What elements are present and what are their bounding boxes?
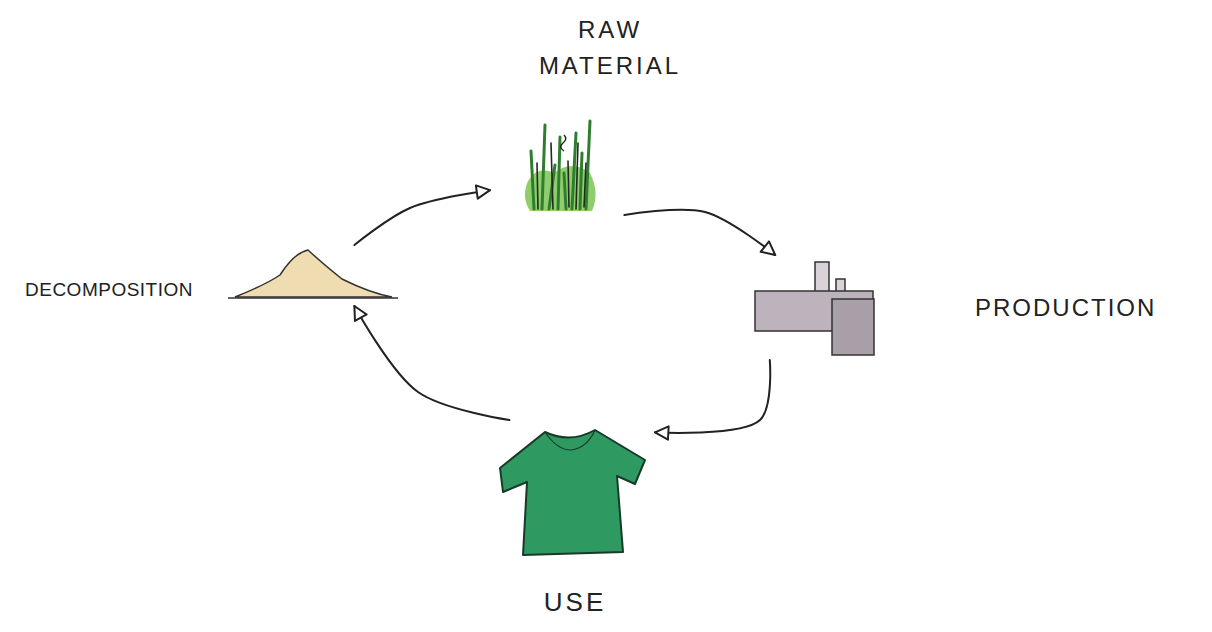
grass-icon bbox=[525, 121, 596, 211]
stage-label: RAW MATERIAL bbox=[539, 12, 681, 84]
stage-label: PRODUCTION bbox=[975, 293, 1156, 323]
shirt-icon bbox=[500, 430, 645, 555]
grass-strokes bbox=[537, 143, 586, 209]
factory-block bbox=[832, 299, 874, 355]
ground-line bbox=[228, 297, 398, 299]
grass-blades bbox=[531, 121, 590, 209]
mound-icon bbox=[228, 250, 398, 298]
cycle-arrow bbox=[354, 306, 509, 420]
stage-node: RAW MATERIAL bbox=[490, 8, 730, 215]
stage-node: DECOMPOSITION bbox=[20, 245, 400, 306]
factory-icon bbox=[755, 262, 874, 355]
cycle-arrow bbox=[354, 190, 490, 245]
cycle-arrow bbox=[655, 360, 770, 433]
stage-node: PRODUCTION bbox=[750, 255, 1200, 360]
cycle-arrow bbox=[624, 210, 775, 255]
grass-squiggle bbox=[561, 135, 566, 151]
stage-label: USE bbox=[544, 586, 606, 618]
shirt bbox=[500, 430, 645, 555]
stage-node: USE bbox=[495, 420, 655, 625]
compost-mound bbox=[235, 250, 392, 297]
stage-label: DECOMPOSITION bbox=[25, 278, 193, 302]
shirt-collar bbox=[545, 430, 595, 450]
